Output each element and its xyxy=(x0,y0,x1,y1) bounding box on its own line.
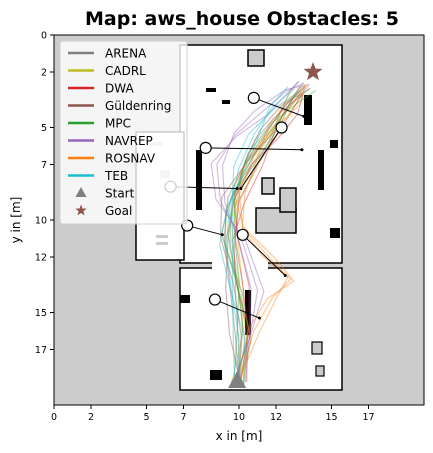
trajectory-arena xyxy=(233,84,310,381)
trajectory-dwa xyxy=(233,94,304,384)
legend-label: ROSNAV xyxy=(105,152,156,166)
trajectory-teb xyxy=(225,88,295,383)
legend-label: DWA xyxy=(105,82,134,96)
x-tick-label: 17 xyxy=(362,412,374,423)
x-axis-label: x in [m] xyxy=(216,429,263,443)
legend-label: Start xyxy=(105,187,135,201)
trajectory-teb xyxy=(219,86,289,385)
trajectory-mpc xyxy=(227,88,310,383)
trajectory-navrep xyxy=(221,83,310,383)
obstacle-path xyxy=(242,234,286,276)
map-wall-block xyxy=(261,177,275,195)
y-tick-label: 15 xyxy=(35,308,47,319)
y-tick-label: 10 xyxy=(35,216,47,227)
y-tick-label: 17 xyxy=(35,345,47,356)
obstacle-path xyxy=(253,97,304,117)
chart-title: Map: aws_house Obstacles: 5 xyxy=(85,8,399,30)
obstacle-path xyxy=(205,147,302,151)
x-axis-ticks: 0 2 5 7 10 12 15 17 xyxy=(51,405,375,423)
goal-marker xyxy=(303,62,323,81)
map-wall-block xyxy=(206,88,216,92)
x-tick-label: 2 xyxy=(88,412,94,423)
trajectory-arena xyxy=(229,82,305,383)
map-wall-block xyxy=(210,370,222,380)
trajectory-arena xyxy=(224,81,300,385)
map-wall-block xyxy=(180,295,190,303)
trajectory-rosnav xyxy=(238,84,307,383)
obstacle-path xyxy=(214,299,260,319)
x-tick-label: 0 xyxy=(51,412,57,423)
legend-start-swatch xyxy=(75,187,87,197)
legend-label: CADRL xyxy=(105,64,146,78)
obstacle-marker xyxy=(275,121,288,134)
map-wall-block xyxy=(315,365,325,377)
trajectory-navrep xyxy=(210,81,299,384)
legend-label: MPC xyxy=(105,117,131,131)
trajectory-cadrl xyxy=(224,88,293,384)
trajectory-layer xyxy=(210,81,316,385)
trajectory-mpc xyxy=(220,86,304,385)
trajectory-teb xyxy=(231,90,302,382)
legend-label: ARENA xyxy=(105,47,147,61)
x-tick-label: 12 xyxy=(270,412,282,423)
obstacle-end-point xyxy=(220,233,224,237)
y-tick-label: 5 xyxy=(41,123,47,134)
map-wall-block xyxy=(330,228,340,238)
y-axis-ticks: 0 2 5 7 10 12 15 17 xyxy=(35,31,54,356)
map-wall-block xyxy=(245,290,251,335)
obstacle-path xyxy=(240,127,282,189)
trajectory-g-ldenring xyxy=(223,86,306,383)
obstacle-end-point xyxy=(300,148,304,152)
map-layer xyxy=(135,44,343,391)
legend-label: Goal xyxy=(105,204,132,218)
map-wall-block xyxy=(279,187,297,213)
obstacle-marker xyxy=(247,91,260,105)
trajectory-cadrl xyxy=(231,90,299,383)
map-wall-block xyxy=(222,100,230,104)
trajectory-g-ldenring xyxy=(219,85,302,385)
obstacle-end-point xyxy=(239,187,243,191)
y-tick-label: 2 xyxy=(41,68,47,79)
obstacle-end-point xyxy=(235,187,239,191)
map-wall-block xyxy=(318,150,324,190)
map-wall-block xyxy=(247,49,265,67)
map-wall-block xyxy=(196,150,202,210)
map-doorway xyxy=(212,258,268,272)
x-tick-label: 10 xyxy=(233,412,245,423)
map-wall-block xyxy=(330,140,338,148)
x-tick-label: 7 xyxy=(180,412,186,423)
start-marker xyxy=(228,370,247,388)
map-free-space-lower xyxy=(179,267,343,391)
obstacle-marker xyxy=(208,293,222,306)
x-tick-label: 15 xyxy=(325,412,337,423)
obstacle-end-point xyxy=(302,114,306,118)
map-wall-block xyxy=(156,242,168,245)
trajectory-g-ldenring xyxy=(225,87,311,382)
trajectory-rosnav xyxy=(236,83,307,385)
trajectory-navrep xyxy=(216,82,305,383)
y-tick-label: 0 xyxy=(41,31,47,42)
legend-label: NAVREP xyxy=(105,134,153,148)
y-tick-label: 7 xyxy=(41,160,47,171)
trajectory-rosnav xyxy=(232,85,306,381)
trajectory-dwa xyxy=(232,93,302,383)
obstacle-marker xyxy=(236,228,249,241)
trajectory-mpc xyxy=(233,90,316,382)
obstacle-end-point xyxy=(283,274,287,277)
map-wall-block xyxy=(311,341,323,355)
x-tick-label: 5 xyxy=(143,412,149,423)
obstacle-end-point xyxy=(257,316,261,320)
y-tick-label: 12 xyxy=(35,253,47,264)
legend-label: TEB xyxy=(104,169,128,183)
trajectory-dwa xyxy=(234,93,303,383)
start-goal-layer xyxy=(228,62,323,388)
map-wall-block xyxy=(156,235,168,238)
legend-label: Güldenring xyxy=(105,99,171,113)
legend-goal-swatch xyxy=(75,204,87,216)
y-axis-label: y in [m] xyxy=(9,197,23,244)
map-wall-block xyxy=(304,95,312,125)
obstacle-marker xyxy=(199,141,212,154)
